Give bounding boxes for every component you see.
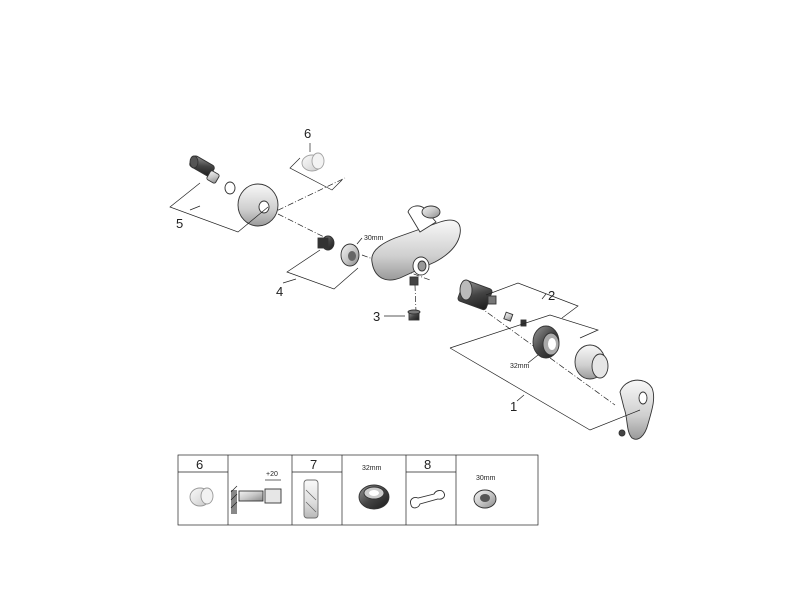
nut-size-label: 30mm: [364, 235, 384, 242]
screw-part: [503, 311, 514, 322]
eccentric-fitting-part: [317, 235, 335, 251]
legend-nut-icon: [473, 489, 497, 509]
callout-4-group: 30mm 4: [276, 235, 384, 299]
lever-screw-part: [618, 429, 626, 437]
legend-col-6-header: 6: [196, 457, 203, 472]
callout-3-number: 3: [373, 309, 380, 324]
cartridge-part: [457, 279, 497, 311]
legend-wrench-icon: [410, 490, 445, 509]
callout-2-number: 2: [548, 288, 555, 303]
callout-5-group: 5: [169, 155, 279, 233]
legend-sleeve-tool-icon: [303, 479, 319, 519]
assembly-axis-lines: [267, 177, 616, 406]
rosette-part: [237, 183, 279, 227]
legend-col-8-header: 8: [424, 457, 431, 472]
cap-part-faded: [301, 152, 325, 172]
callout-2-group: 2: [457, 279, 579, 327]
ring-size-label: 32mm: [510, 363, 530, 370]
legend-tools-table: 6 7 8 +20 32mm: [177, 454, 539, 526]
connector-fitting-part: [189, 155, 220, 184]
legend-col-7-header: 7: [310, 457, 317, 472]
callout-6-group: 6: [289, 126, 343, 191]
callout-3-group: 3: [373, 309, 421, 324]
legend-extension-icon: +20: [230, 471, 282, 514]
extension-length-label: +20: [266, 471, 278, 478]
callout-1-number: 1: [510, 399, 517, 414]
threaded-ring-part: [532, 325, 560, 359]
callout-1-group: 32mm 1: [449, 314, 655, 440]
callout-6-number: 6: [304, 126, 311, 141]
legend-cap-icon: [189, 487, 214, 507]
nut-part: [340, 243, 360, 267]
nut-tool-size-label: 30mm: [476, 475, 496, 482]
callout-4-number: 4: [276, 284, 283, 299]
washer-part: [224, 181, 236, 195]
mixer-body-part: [371, 205, 461, 286]
callout-5-number: 5: [176, 216, 183, 231]
ring-tool-size-label: 32mm: [362, 465, 382, 472]
outlet-plug-part: [407, 309, 421, 321]
sleeve-cover-part: [574, 344, 609, 380]
legend-ring-tool-icon: [358, 484, 390, 510]
lever-handle-part: [618, 379, 655, 440]
